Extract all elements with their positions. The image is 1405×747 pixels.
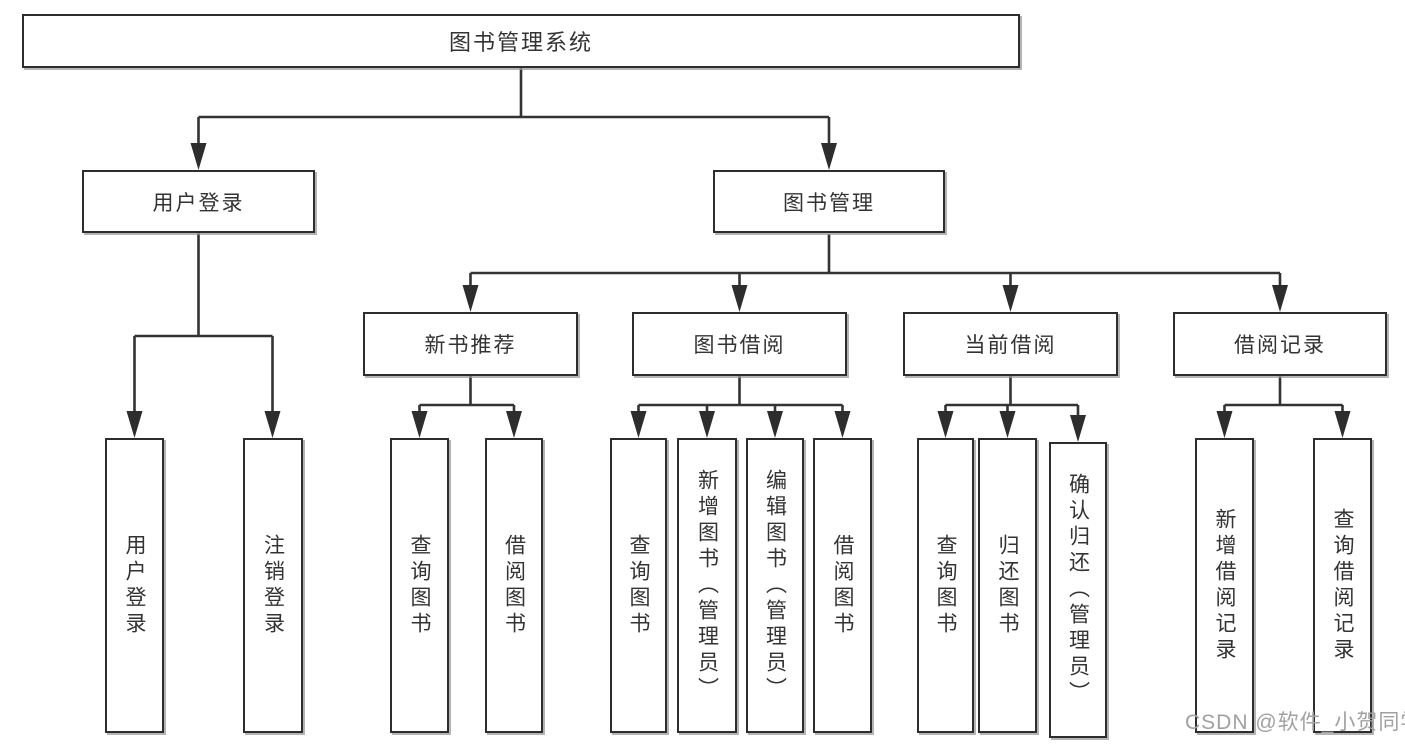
leaf-add-book-admin: 新增图书（管理员） — [677, 438, 737, 733]
leaf-label: 新增图书（管理员） — [695, 468, 719, 703]
node-borrow-records: 借阅记录 — [1173, 312, 1387, 376]
watermark: CSDN @软件_小贺同学 — [1185, 711, 1405, 734]
leaf-label: 编辑图书（管理员） — [763, 468, 787, 703]
leaf-label: 查询图书 — [627, 533, 650, 638]
leaf-query-books-current: 查询图书 — [917, 438, 974, 733]
leaf-label: 用户登录 — [123, 533, 146, 638]
leaf-borrow-books: 借阅图书 — [813, 438, 872, 733]
leaf-label: 归还图书 — [996, 533, 1019, 638]
node-new-book-recommend: 新书推荐 — [363, 312, 578, 376]
leaf-label: 查询图书 — [934, 533, 957, 638]
node-label: 当前借阅 — [964, 334, 1057, 357]
leaf-label: 确认归还（管理员） — [1066, 473, 1090, 707]
leaf-query-books-recommend: 查询图书 — [390, 438, 449, 733]
leaf-user-login: 用户登录 — [105, 438, 164, 733]
leaf-label: 借阅图书 — [502, 533, 526, 638]
leaf-label: 查询借阅记录 — [1331, 507, 1354, 664]
node-label: 图书管理 — [783, 191, 875, 215]
leaf-borrow-books-recommend: 借阅图书 — [485, 438, 543, 733]
leaf-query-borrow-record: 查询借阅记录 — [1313, 438, 1372, 733]
node-book-management: 图书管理 — [713, 170, 945, 233]
node-library-management-system: 图书管理系统 — [22, 14, 1020, 68]
leaf-query-books-borrow: 查询图书 — [610, 438, 667, 733]
node-label: 用户登录 — [152, 191, 245, 215]
leaf-label: 借阅图书 — [831, 533, 854, 638]
leaf-add-borrow-record: 新增借阅记录 — [1195, 438, 1254, 733]
node-label: 新书推荐 — [424, 334, 517, 357]
node-label: 图书管理系统 — [448, 30, 593, 55]
node-current-borrow: 当前借阅 — [903, 312, 1118, 376]
node-label: 借阅记录 — [1234, 334, 1326, 357]
leaf-label: 查询图书 — [408, 533, 431, 638]
leaf-return-book: 归还图书 — [978, 438, 1037, 733]
node-book-borrow: 图书借阅 — [632, 312, 847, 376]
leaf-confirm-return-admin: 确认归还（管理员） — [1049, 442, 1107, 738]
leaf-label: 新增借阅记录 — [1213, 507, 1236, 664]
node-user-login: 用户登录 — [82, 170, 315, 233]
node-label: 图书借阅 — [693, 334, 786, 357]
leaf-logout: 注销登录 — [243, 438, 303, 733]
leaf-label: 注销登录 — [261, 533, 285, 638]
leaf-edit-book-admin: 编辑图书（管理员） — [746, 438, 804, 733]
